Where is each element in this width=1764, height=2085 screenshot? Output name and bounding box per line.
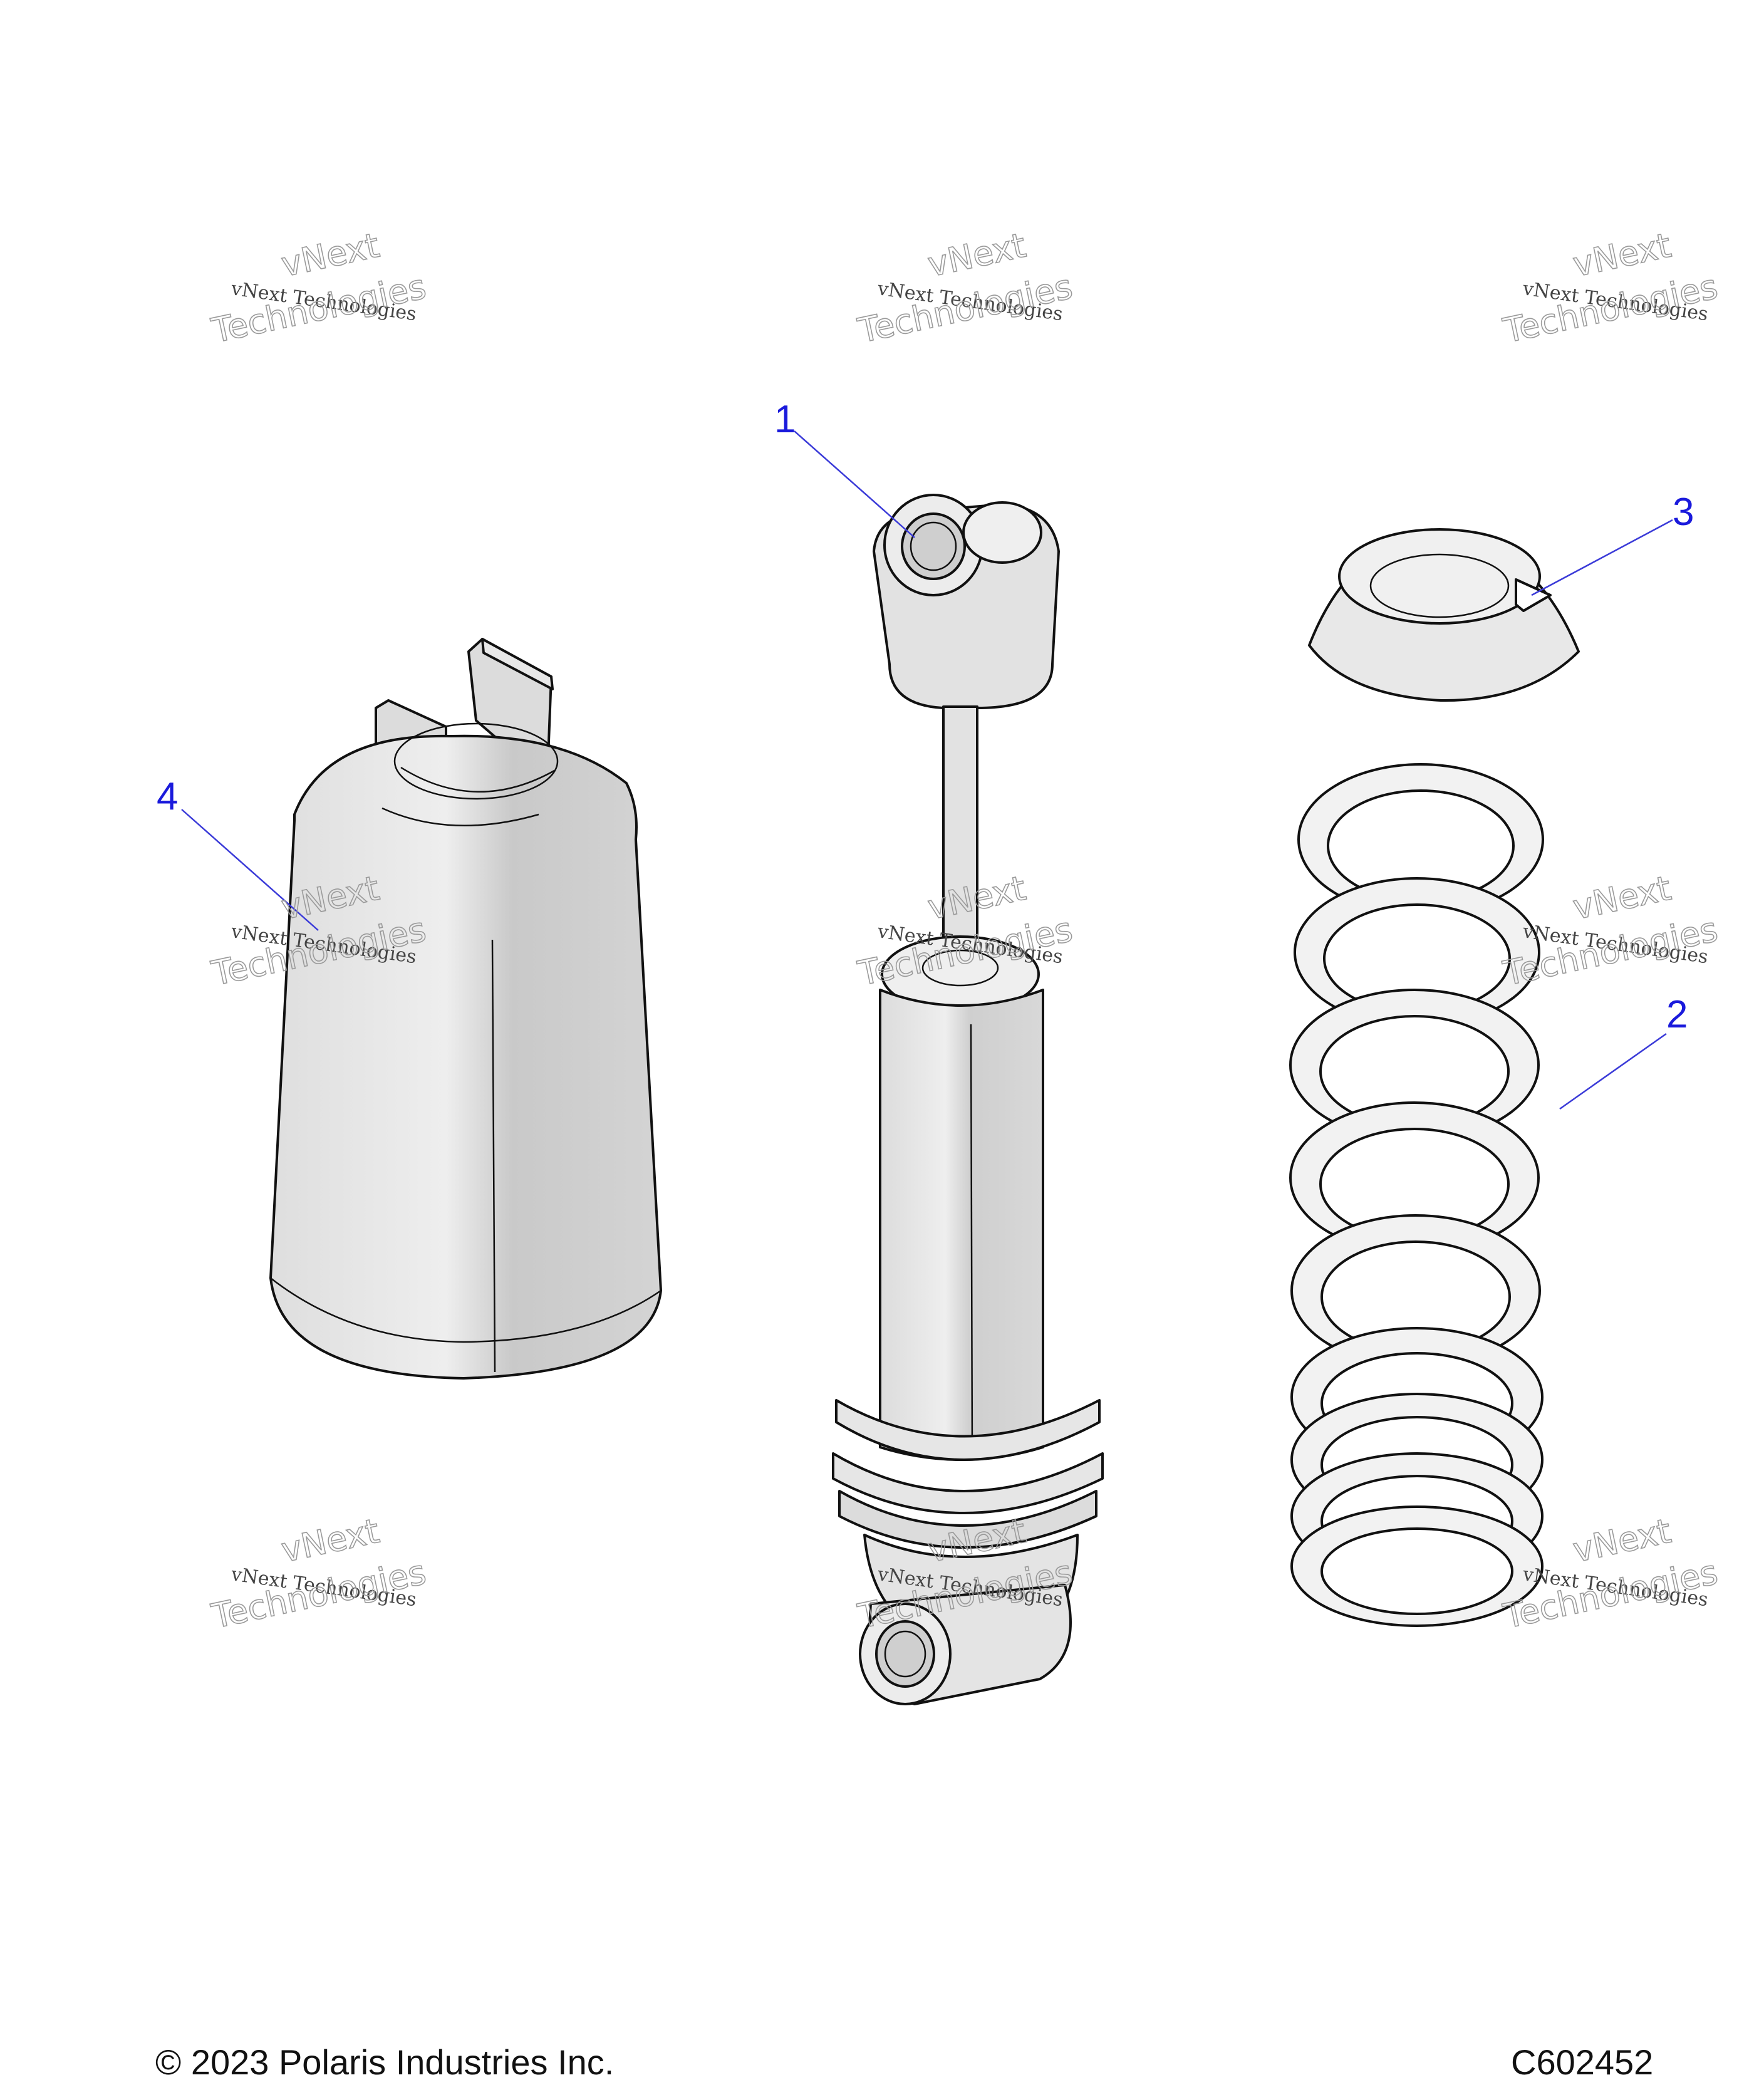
callout-4: 4 — [157, 775, 178, 818]
callout-3: 3 — [1673, 491, 1694, 534]
copyright-notice: © 2023 Polaris Industries Inc. — [155, 2042, 615, 2082]
watermark-mid-right: vNext Technologies vNext Technologies — [1499, 868, 1721, 994]
coil-spring-part — [1289, 763, 1544, 1627]
svg-text:vNext: vNext — [278, 1511, 383, 1570]
spring-retainer-part — [1308, 528, 1580, 702]
svg-text:vNext: vNext — [278, 226, 383, 284]
callout-2: 2 — [1666, 993, 1688, 1036]
leader-line-1 — [794, 430, 915, 538]
watermark-top-center: vNext Technologies vNext Technologies — [854, 225, 1076, 351]
watermark-bottom-left: vNext Technologies vNext Technologies — [207, 1510, 430, 1637]
figure-id: C602452 — [1511, 2042, 1654, 2082]
watermark-top-left: vNext Technologies vNext Technologies — [207, 225, 430, 351]
leader-line-4 — [181, 809, 319, 931]
shock-absorber-part — [832, 494, 1104, 1705]
leader-line-3 — [1531, 519, 1673, 596]
leader-line-2 — [1559, 1032, 1667, 1110]
watermark-top-right: vNext Technologies vNext Technologies — [1499, 225, 1721, 351]
shock-boot-part — [269, 638, 662, 1380]
svg-text:vNext: vNext — [1570, 1511, 1674, 1570]
svg-text:vNext: vNext — [1570, 868, 1674, 927]
svg-text:vNext: vNext — [1570, 226, 1674, 284]
callout-1: 1 — [774, 398, 796, 441]
svg-text:vNext: vNext — [925, 226, 1029, 284]
